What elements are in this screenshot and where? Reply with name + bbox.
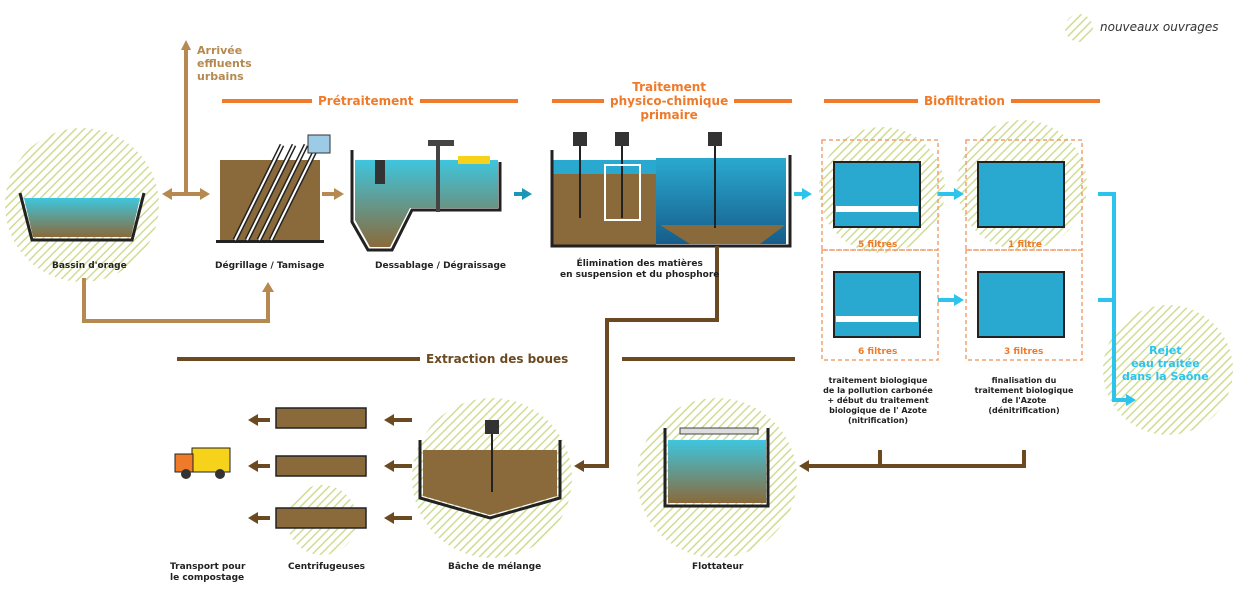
label-filter-2: 6 filtres	[858, 347, 898, 357]
inflow-label: Arrivée effluents urbains	[197, 44, 252, 83]
degrillage-unit	[216, 134, 331, 243]
biofilter-arrowheads	[954, 188, 1136, 406]
note-denitrification: finalisation du traitement biologique de…	[974, 376, 1074, 415]
label-bache: Bâche de mélange	[448, 562, 542, 572]
section-pretraitement: Prétraitement	[312, 94, 420, 108]
biofilter-group	[821, 139, 1083, 361]
note-nitrification: traitement biologique de la pollution ca…	[823, 376, 933, 425]
label-filter-4: 3 filtres	[1004, 347, 1044, 357]
truck-icon	[174, 447, 231, 479]
label-flottateur: Flottateur	[692, 562, 744, 572]
bassin-tank	[18, 192, 146, 242]
section-extraction: Extraction des boues	[420, 352, 575, 366]
flottateur-tank	[663, 427, 770, 508]
sludge-arrowheads	[248, 414, 809, 524]
sludge-lines	[255, 246, 1026, 520]
label-rejet: Rejet eau traitée dans la Saône	[1122, 344, 1209, 383]
physico-unit	[550, 132, 792, 248]
circle-rejet	[1103, 305, 1233, 435]
label-filter-1: 5 filtres	[858, 240, 898, 250]
flow-arrows-blue	[514, 188, 812, 200]
inflow-arrowheads	[162, 40, 344, 292]
label-transport: Transport pour le compostage	[170, 562, 246, 583]
trash-bin-icon	[307, 134, 331, 154]
centrifuges	[275, 407, 367, 529]
label-elimination: Élimination des matières en suspension e…	[560, 259, 720, 280]
inflow-lines	[82, 45, 338, 323]
legend-label: nouveaux ouvrages	[1100, 20, 1219, 34]
section-physico: Traitement physico-chimique primaire	[604, 80, 735, 122]
label-filter-3: 1 filtre	[1008, 240, 1042, 250]
legend-swatch	[1065, 14, 1093, 42]
label-centrifugeuses: Centrifugeuses	[288, 562, 366, 572]
label-degrillage: Dégrillage / Tamisage	[215, 261, 325, 271]
label-dessablage: Dessablage / Dégraissage	[375, 261, 507, 271]
dessablage-unit	[350, 140, 502, 252]
bache-tank	[418, 420, 562, 520]
section-biofiltration: Biofiltration	[918, 94, 1011, 108]
label-bassin: Bassin d'orage	[52, 261, 127, 271]
